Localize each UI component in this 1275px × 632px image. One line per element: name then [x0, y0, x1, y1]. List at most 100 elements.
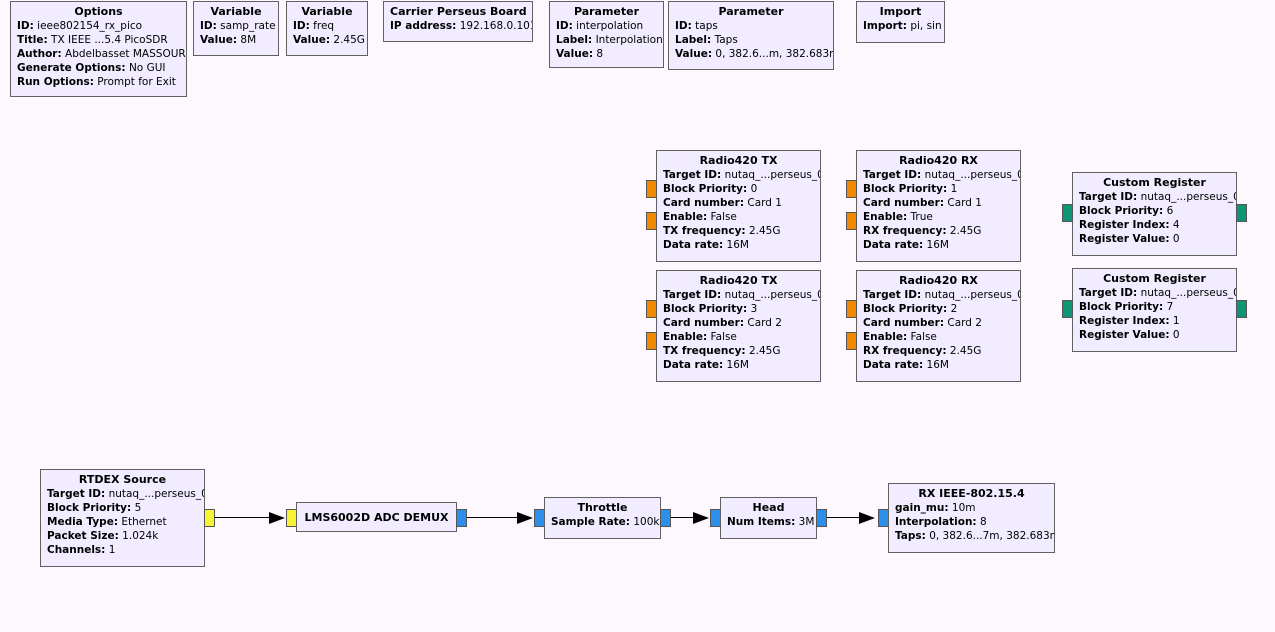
- tx2-msg-port-a[interactable]: [646, 300, 657, 318]
- param-value: TX IEEE ...5.4 PicoSDR: [51, 34, 168, 46]
- param-label: Target ID:: [1079, 287, 1138, 299]
- param-value: True: [910, 211, 933, 223]
- block-param-row: Data rate: 16M: [863, 358, 1014, 372]
- creg1-in-port[interactable]: [1062, 204, 1073, 222]
- block-param-row: Card number: Card 1: [863, 196, 1014, 210]
- block-param-row: Data rate: 16M: [863, 238, 1014, 252]
- creg2-in-port[interactable]: [1062, 300, 1073, 318]
- block-param-row: ID: ieee802154_rx_pico: [17, 19, 180, 33]
- rx2-msg-port-a[interactable]: [846, 300, 857, 318]
- block-title: Head: [752, 501, 785, 514]
- param-value: 16M: [726, 239, 749, 251]
- param-label: ID:: [293, 20, 310, 32]
- block-param-row: Sample Rate: 100k: [551, 515, 659, 529]
- param-value: 3: [750, 303, 758, 315]
- param-label: Enable:: [863, 331, 908, 343]
- head-out-port[interactable]: [816, 509, 827, 527]
- param-label: Author:: [17, 48, 62, 60]
- rx1-msg-port-a[interactable]: [846, 180, 857, 198]
- block-title: Radio420 RX: [899, 154, 978, 167]
- creg2-out-port[interactable]: [1236, 300, 1247, 318]
- param-value: 0, 382.6...m, 382.683m: [715, 48, 834, 60]
- block-param-row: Label: Taps: [675, 33, 827, 47]
- tx2-msg-port-b[interactable]: [646, 332, 657, 350]
- lms6002d-adc-demux-block[interactable]: LMS6002D ADC DEMUX: [296, 502, 457, 532]
- param-value: No GUI: [128, 62, 166, 74]
- throttle-out-port[interactable]: [660, 509, 671, 527]
- param-label: Value:: [675, 48, 713, 60]
- param-label: gain_mu:: [895, 502, 949, 514]
- param-label: Sample Rate:: [551, 516, 630, 528]
- param-label: ID:: [200, 20, 217, 32]
- param-label: ID:: [556, 20, 573, 32]
- block-param-row: ID: interpolation: [556, 19, 657, 33]
- param-label: Run Options:: [17, 76, 94, 88]
- param-label: RX frequency:: [863, 345, 947, 357]
- param-label: Title:: [17, 34, 48, 46]
- param-value: Ethernet: [121, 516, 167, 528]
- block-param-row: Packet Size: 1.024k: [47, 529, 198, 543]
- block-param-row: Generate Options: No GUI: [17, 61, 180, 75]
- param-label: RX frequency:: [863, 225, 947, 237]
- param-label: Target ID:: [663, 169, 722, 181]
- param-label: Block Priority:: [863, 303, 948, 315]
- rx2-msg-port-b[interactable]: [846, 332, 857, 350]
- param-value: Card 1: [947, 197, 982, 209]
- param-label: Target ID:: [47, 488, 106, 500]
- rx1-msg-port-b[interactable]: [846, 212, 857, 230]
- block-title: Parameter: [573, 5, 640, 18]
- param-value: 192.168.0.101: [459, 20, 533, 32]
- param-value: 0: [750, 183, 758, 195]
- param-label: Register Value:: [1079, 329, 1170, 341]
- param-value: nutaq_...perseus_0: [724, 289, 821, 301]
- param-label: Label:: [556, 34, 593, 46]
- block-param-row: ID: taps: [675, 19, 827, 33]
- demux-out-port[interactable]: [456, 509, 467, 527]
- tx1-msg-port-a[interactable]: [646, 180, 657, 198]
- connection-arrow: [859, 512, 875, 524]
- block-param-row: Block Priority: 1: [863, 182, 1014, 196]
- param-label: Taps:: [895, 530, 926, 542]
- block-title: Throttle: [577, 501, 628, 514]
- param-value: False: [710, 331, 737, 343]
- tx1-msg-port-b[interactable]: [646, 212, 657, 230]
- param-label: Value:: [200, 34, 238, 46]
- block-param-row: Media Type: Ethernet: [47, 515, 198, 529]
- param-label: Block Priority:: [1079, 205, 1164, 217]
- block-param-row: Block Priority: 5: [47, 501, 198, 515]
- connection-head-rxieee: [827, 517, 861, 518]
- param-label: Value:: [556, 48, 594, 60]
- param-label: Card number:: [663, 317, 745, 329]
- param-value: 2: [950, 303, 958, 315]
- param-label: ID:: [675, 20, 692, 32]
- block-param-row: Value: 8M: [200, 33, 272, 47]
- param-value: pi, sin: [910, 20, 942, 32]
- param-value: False: [710, 211, 737, 223]
- param-value: 1: [108, 544, 116, 556]
- block-param-row: ID: freq: [293, 19, 361, 33]
- block-param-row: Card number: Card 2: [663, 316, 814, 330]
- rtdex-out-port[interactable]: [204, 509, 215, 527]
- param-label: Label:: [675, 34, 712, 46]
- block-title: Radio420 RX: [899, 274, 978, 287]
- block-param-row: Title: TX IEEE ...5.4 PicoSDR: [17, 33, 180, 47]
- creg1-out-port[interactable]: [1236, 204, 1247, 222]
- param-value: 16M: [726, 359, 749, 371]
